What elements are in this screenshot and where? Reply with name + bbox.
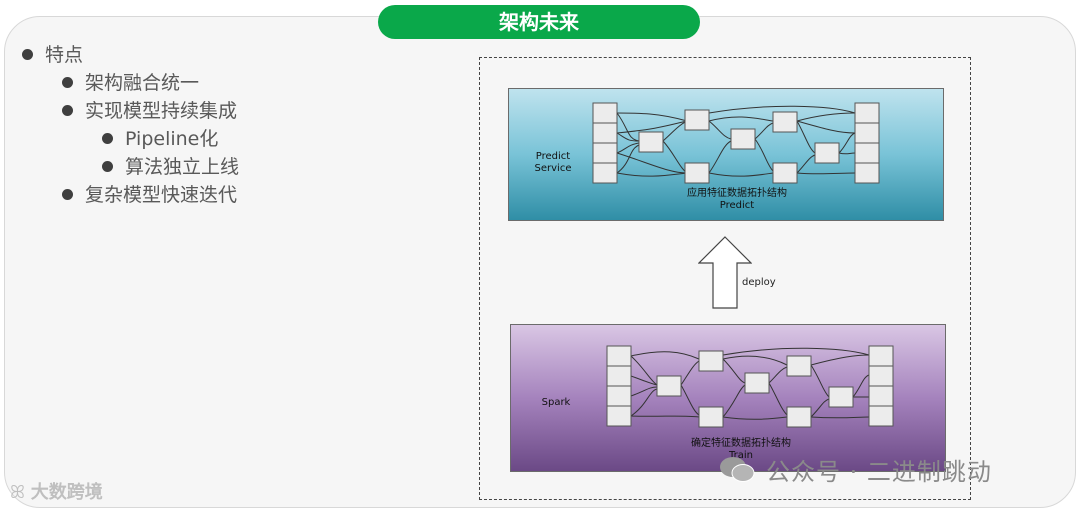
bullet-dot: [22, 49, 33, 60]
bullet-text: 特点: [45, 44, 84, 66]
bullet-text: 复杂模型快速迭代: [85, 184, 238, 206]
predict-panel: Predict Service 应用特征数据拓扑结构 Predict: [508, 88, 944, 221]
spark-label: Spark: [541, 397, 571, 408]
bullet-dot: [62, 189, 73, 200]
predict-service-label: Predict Service: [534, 151, 572, 174]
train-panel: Spark 确定特征数据拓扑结构 Train: [510, 324, 946, 472]
bullet-text: 实现模型持续集成: [85, 100, 238, 122]
deploy-arrow-icon: [698, 236, 752, 309]
bullet-dot: [62, 77, 73, 88]
page-title: 架构未来: [378, 5, 700, 39]
watermark-text: 公众号 · 二进制跳动: [766, 458, 992, 486]
architecture-diagram-frame: [479, 57, 971, 500]
watermark-left-text: 大数跨境: [30, 482, 103, 503]
deploy-label: deploy: [742, 277, 776, 288]
bullet-text: 算法独立上线: [125, 156, 240, 178]
train-caption: 确定特征数据拓扑结构 Train: [691, 438, 791, 461]
predict-caption: 应用特征数据拓扑结构 Predict: [687, 188, 787, 211]
bullet-text: 架构融合统一: [85, 72, 200, 94]
predict-topology: [592, 102, 880, 184]
wechat-logo-icon: [720, 457, 755, 482]
train-topology: [606, 345, 894, 428]
bullet-text: Pipeline化: [125, 128, 219, 150]
watermark-left: ꕤ 大数跨境: [10, 478, 103, 504]
watermark-logo-icon: ꕤ: [10, 482, 31, 503]
bullet-dot: [102, 133, 113, 144]
bullet-dot: [102, 161, 113, 172]
bullet-dot: [62, 105, 73, 116]
